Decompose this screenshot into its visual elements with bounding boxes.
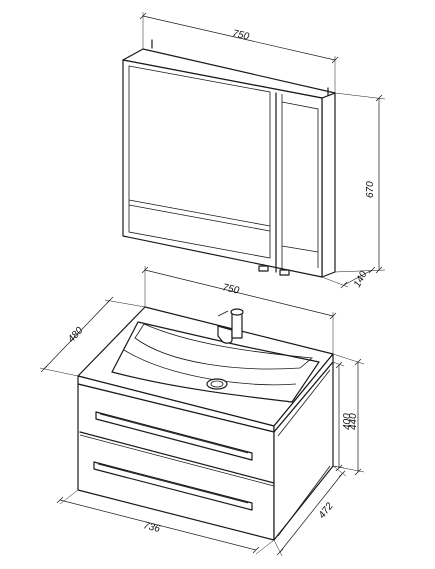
dimension-vanity-total-height: 440 bbox=[332, 353, 365, 476]
dimension-label-cabinet-height: 670 bbox=[365, 181, 376, 198]
dimension-label-vanity-width: 750 bbox=[221, 282, 240, 297]
dimension-label-cabinet-width: 750 bbox=[231, 28, 250, 43]
dimension-label-vanity-body-height: 400 bbox=[342, 413, 353, 430]
vanity-unit bbox=[77, 306, 334, 541]
mirror-cabinet bbox=[122, 39, 336, 278]
dimension-label-vanity-total-height: 440 bbox=[348, 413, 359, 430]
faucet-icon bbox=[217, 308, 244, 344]
dimension-vanity-front-width: 736 bbox=[56, 489, 275, 555]
dimension-label-cabinet-depth: 140 bbox=[352, 269, 370, 289]
dimension-label-vanity-depth: 480 bbox=[66, 325, 86, 345]
dimension-cabinet-height: 670 bbox=[334, 92, 386, 274]
dimension-label-vanity-front-width: 736 bbox=[142, 520, 161, 535]
dimension-vanity-width: 750 bbox=[141, 266, 337, 354]
dimension-cabinet-width: 750 bbox=[139, 12, 339, 93]
dimension-label-vanity-side-depth: 472 bbox=[317, 501, 336, 521]
